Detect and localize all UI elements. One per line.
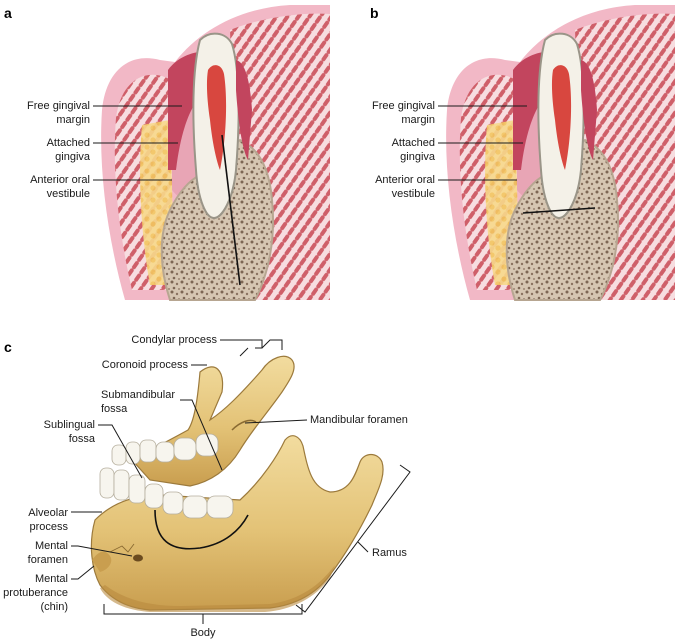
label-anterior-oral-vestibule-b: Anterior oral vestibule xyxy=(375,174,517,200)
label-condylar-process: Condylar process xyxy=(131,334,283,357)
panel-b-illustration xyxy=(446,5,675,301)
label-attached-gingiva-b: Attached gingiva xyxy=(392,137,523,163)
free-gingival-margin-a-line2: margin xyxy=(56,114,90,126)
sublingual-fossa-line1: Sublingual xyxy=(44,419,95,431)
label-body: Body xyxy=(103,604,303,639)
free-gingival-margin-b-line2: margin xyxy=(401,114,435,126)
panel-c-letter: c xyxy=(4,339,12,355)
label-ramus: Ramus xyxy=(295,464,411,613)
free-gingival-margin-a-line1: Free gingival xyxy=(27,100,90,112)
attached-gingiva-b-line2: gingiva xyxy=(400,151,436,163)
label-attached-gingiva-a: Attached gingiva xyxy=(47,137,178,163)
label-mental-foramen: Mental foramen xyxy=(28,540,133,566)
anterior-oral-vestibule-a-line1: Anterior oral xyxy=(30,174,90,186)
coronoid-process-text: Coronoid process xyxy=(102,359,189,371)
mental-protuberance-line2: protuberance xyxy=(3,587,68,599)
attached-gingiva-a-line2: gingiva xyxy=(55,151,91,163)
mental-protuberance-line3: (chin) xyxy=(40,601,68,613)
mental-foramen-line2: foramen xyxy=(28,554,68,566)
label-mental-protuberance: Mental protuberance (chin) xyxy=(3,565,95,613)
free-gingival-margin-b-line1: Free gingival xyxy=(372,100,435,112)
alveolar-process-line2: process xyxy=(29,521,68,533)
mental-foramen-line1: Mental xyxy=(35,540,68,552)
anterior-oral-vestibule-b-line2: vestibule xyxy=(392,188,435,200)
panel-a-letter: a xyxy=(4,5,12,21)
alveolar-process-line1: Alveolar xyxy=(28,507,68,519)
label-free-gingival-margin-a: Free gingival margin xyxy=(27,100,182,126)
far-teeth xyxy=(111,433,219,466)
label-mandibular-foramen: Mandibular foramen xyxy=(244,414,408,426)
anterior-oral-vestibule-a-line2: vestibule xyxy=(47,188,90,200)
label-anterior-oral-vestibule-a: Anterior oral vestibule xyxy=(30,174,172,200)
mandible-illustration xyxy=(90,355,384,612)
panel-b-letter: b xyxy=(370,5,379,21)
condylar-process-text: Condylar process xyxy=(131,334,217,346)
panel-c: c xyxy=(3,334,411,639)
mandibular-foramen-text: Mandibular foramen xyxy=(310,414,408,426)
label-sublingual-fossa: Sublingual fossa xyxy=(44,419,143,479)
label-submandibular-fossa: Submandibular fossa xyxy=(101,389,223,471)
panel-b: b Free gingival margin Attached gingiva xyxy=(370,5,675,301)
label-coronoid-process: Coronoid process xyxy=(102,359,207,371)
near-teeth xyxy=(99,467,234,519)
submandibular-fossa-line2: fossa xyxy=(101,403,128,415)
panel-a: a Free gingival mar xyxy=(4,5,330,301)
label-alveolar-process: Alveolar process xyxy=(28,507,102,533)
anterior-oral-vestibule-b-line1: Anterior oral xyxy=(375,174,435,186)
body-text: Body xyxy=(190,627,216,639)
panel-a-illustration xyxy=(101,5,330,301)
label-free-gingival-margin-b: Free gingival margin xyxy=(372,100,527,126)
sublingual-fossa-line2: fossa xyxy=(69,433,96,445)
attached-gingiva-b-line1: Attached xyxy=(392,137,435,149)
mental-protuberance-line1: Mental xyxy=(35,573,68,585)
attached-gingiva-a-line1: Attached xyxy=(47,137,90,149)
submandibular-fossa-line1: Submandibular xyxy=(101,389,175,401)
ramus-text: Ramus xyxy=(372,547,407,559)
